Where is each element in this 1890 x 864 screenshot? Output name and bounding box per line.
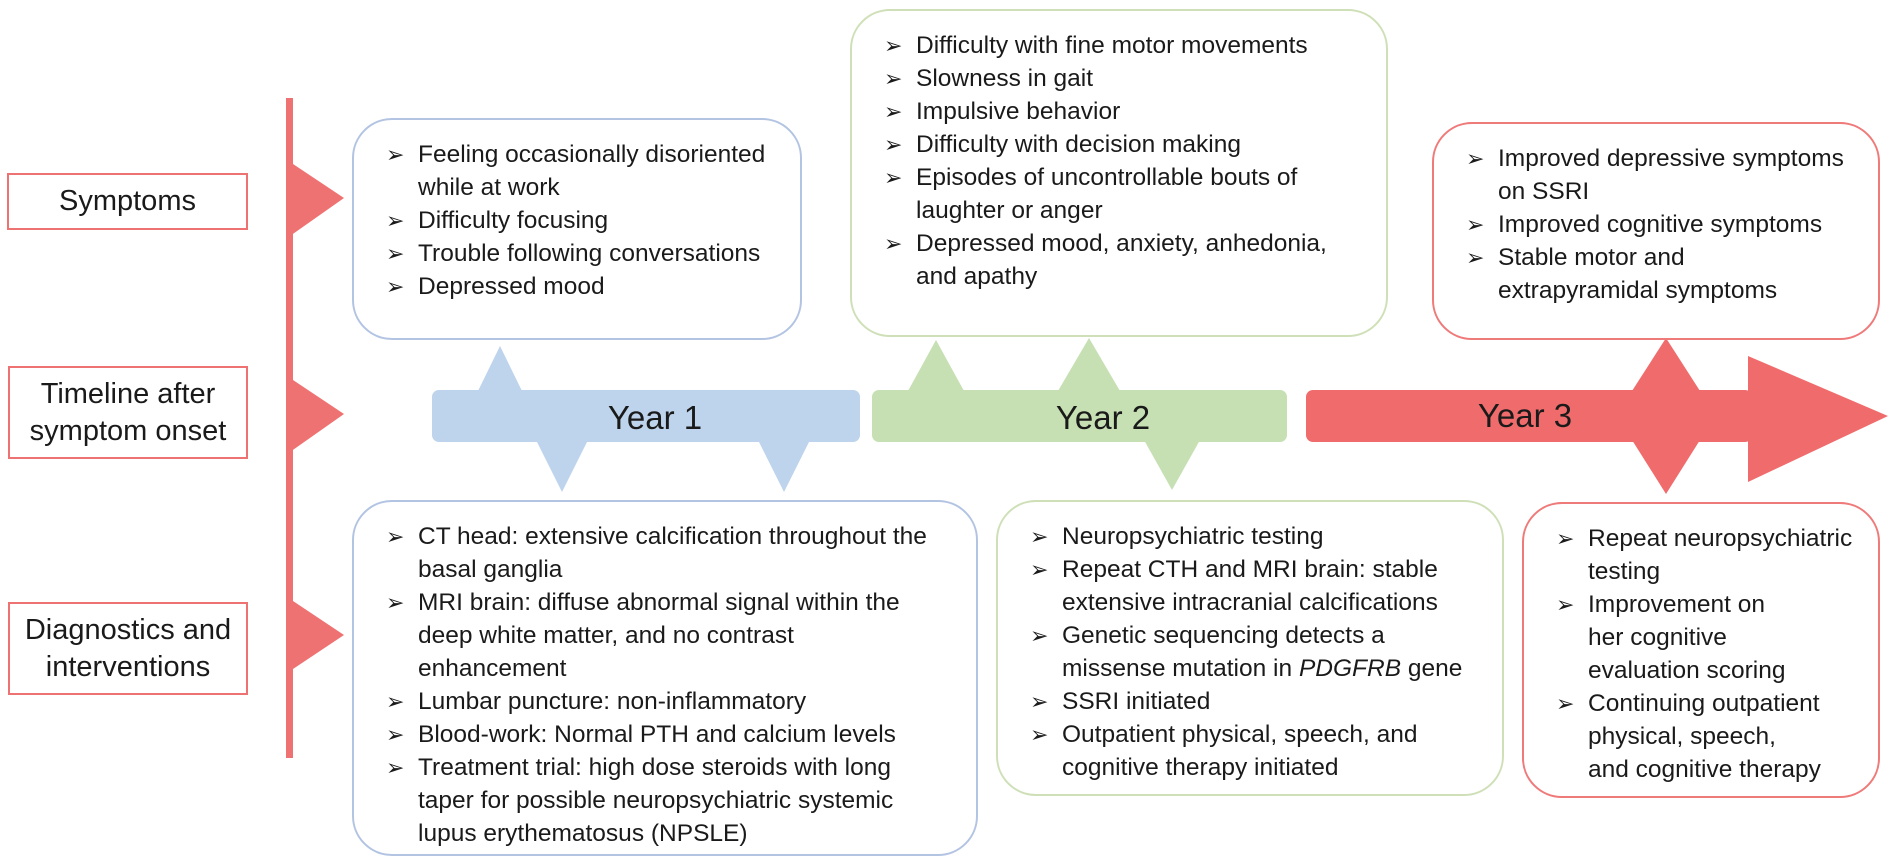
bullet-item: ➢Difficulty with decision making xyxy=(884,128,1374,161)
year-2-segment xyxy=(872,338,1287,490)
arrow-bullet-icon: ➢ xyxy=(1466,212,1485,237)
arrow-bullet-icon: ➢ xyxy=(884,165,903,190)
timeline-row-label: Timeline after symptom onset xyxy=(8,366,248,459)
arrow-bullet-icon: ➢ xyxy=(1466,245,1485,270)
bullet-item: ➢Impulsive behavior xyxy=(884,95,1374,128)
year-2-label: Year 2 xyxy=(1055,399,1151,436)
arrow-bullet-icon: ➢ xyxy=(1030,524,1049,549)
arrow-bullet-icon: ➢ xyxy=(386,208,405,233)
arrow-bullet-icon: ➢ xyxy=(884,132,903,157)
arrow-bullet-icon: ➢ xyxy=(884,231,903,256)
diagnostics-label-line: interventions xyxy=(45,650,211,683)
arrow-bullet-icon: ➢ xyxy=(1556,691,1575,716)
arrow-bullet-icon: ➢ xyxy=(386,241,405,266)
bullet-item: ➢Difficulty with fine motor movements xyxy=(884,29,1374,62)
arrow-bullet-icon: ➢ xyxy=(1466,146,1485,171)
bullet-item: ➢Treatment trial: high dose steroids wit… xyxy=(386,751,964,850)
bullet-item: ➢Lumbar puncture: non-inflammatory xyxy=(386,685,964,718)
arrow-bullet-icon: ➢ xyxy=(1030,623,1049,648)
arrow-bullet-icon: ➢ xyxy=(386,142,405,167)
arrow-bullet-icon: ➢ xyxy=(884,33,903,58)
symptoms-pointer-arrow xyxy=(290,162,344,236)
timeline-label-line: symptom onset xyxy=(29,414,227,447)
bullet-item: ➢CT head: extensive calcification throug… xyxy=(386,520,964,586)
diagnostics-label-line: Diagnostics and xyxy=(24,614,232,647)
bullet-item: ➢Blood-work: Normal PTH and calcium leve… xyxy=(386,718,964,751)
diagnostics-row-label: Diagnostics and interventions xyxy=(8,602,248,695)
bullet-item: ➢Trouble following conversations xyxy=(386,237,788,270)
arrow-bullet-icon: ➢ xyxy=(386,524,405,549)
year-3-arrow xyxy=(1306,338,1888,494)
arrow-bullet-icon: ➢ xyxy=(386,274,405,299)
arrow-bullet-icon: ➢ xyxy=(386,722,405,747)
arrow-bullet-icon: ➢ xyxy=(386,755,405,780)
arrow-bullet-icon: ➢ xyxy=(1030,689,1049,714)
bullet-item: ➢Depressed mood, anxiety, anhedonia,and … xyxy=(884,227,1374,293)
arrow-bullet-icon: ➢ xyxy=(1030,722,1049,747)
year-1-segment xyxy=(432,346,860,492)
bullet-item: ➢Difficulty focusing xyxy=(386,204,788,237)
bullet-item: ➢Improved cognitive symptoms xyxy=(1466,208,1866,241)
year-2-diagnostics-card: ➢Neuropsychiatric testing➢Repeat CTH and… xyxy=(996,500,1504,796)
bullet-item: ➢Depressed mood xyxy=(386,270,788,303)
gene-name: PDGFRB xyxy=(1298,655,1402,682)
arrow-bullet-icon: ➢ xyxy=(386,689,405,714)
arrow-bullet-icon: ➢ xyxy=(1030,557,1049,582)
arrow-bullet-icon: ➢ xyxy=(1556,592,1575,617)
timeline-pointer-arrow xyxy=(290,378,344,452)
arrow-bullet-icon: ➢ xyxy=(884,99,903,124)
vertical-spine xyxy=(286,98,293,758)
bullet-item: ➢MRI brain: diffuse abnormal signal with… xyxy=(386,586,964,685)
year-3-label: Year 3 xyxy=(1477,397,1573,434)
diagnostics-pointer-arrow xyxy=(290,599,344,671)
bullet-item: ➢Neuropsychiatric testing xyxy=(1030,520,1490,553)
bullet-item: ➢Slowness in gait xyxy=(884,62,1374,95)
symptoms-label-text: Symptoms xyxy=(59,185,196,218)
arrow-bullet-icon: ➢ xyxy=(884,66,903,91)
year-1-diagnostics-card: ➢CT head: extensive calcification throug… xyxy=(352,500,978,856)
year-1-label: Year 1 xyxy=(607,399,703,436)
bullet-item: ➢SSRI initiated xyxy=(1030,685,1490,718)
arrow-bullet-icon: ➢ xyxy=(1556,526,1575,551)
timeline-label-line: Timeline after xyxy=(40,378,216,411)
arrow-bullet-icon: ➢ xyxy=(386,590,405,615)
symptoms-row-label: Symptoms xyxy=(7,173,248,230)
year-2-symptoms-card: ➢Difficulty with fine motor movements➢Sl… xyxy=(850,9,1388,337)
